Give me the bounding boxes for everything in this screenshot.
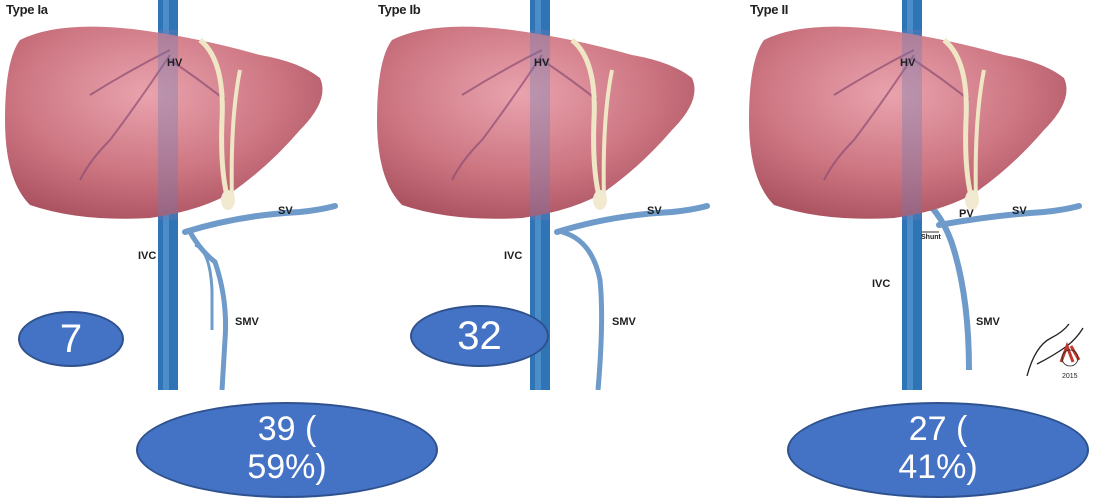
label-sv: SV	[647, 205, 662, 217]
label-ivc: IVC	[138, 250, 156, 262]
type-i-summary: 39 ( 59%)	[136, 402, 438, 498]
type-ii-summary-line1: 27 (	[789, 410, 1087, 448]
type-title: Type II	[750, 2, 788, 17]
type-ii-summary: 27 ( 41%)	[787, 402, 1089, 498]
label-smv: SMV	[235, 316, 259, 328]
type-title: Type Ia	[6, 2, 48, 17]
type-i-summary-line2: 59%)	[138, 448, 436, 486]
label-ivc: IVC	[872, 278, 890, 290]
type-title: Type Ib	[378, 2, 420, 17]
artist-signature-logo: 2015	[1023, 316, 1087, 382]
label-shunt: Shunt	[921, 234, 941, 241]
label-sv: SV	[278, 205, 293, 217]
label-sv: SV	[1012, 205, 1027, 217]
label-smv: SMV	[976, 316, 1000, 328]
type-ib-count-value: 32	[457, 314, 502, 359]
label-smv: SMV	[612, 316, 636, 328]
type-ia-count-value: 7	[60, 317, 82, 362]
label-hv: HV	[900, 57, 915, 69]
type-ib-count: 32	[410, 305, 549, 367]
signature-year: 2015	[1062, 373, 1078, 380]
type-ii-summary-line2: 41%)	[789, 448, 1087, 486]
label-ivc: IVC	[504, 250, 522, 262]
label-hv: HV	[534, 57, 549, 69]
type-ia-count: 7	[18, 311, 124, 367]
type-i-summary-line1: 39 (	[138, 410, 436, 448]
label-pv: PV	[959, 208, 974, 220]
label-hv: HV	[167, 57, 182, 69]
